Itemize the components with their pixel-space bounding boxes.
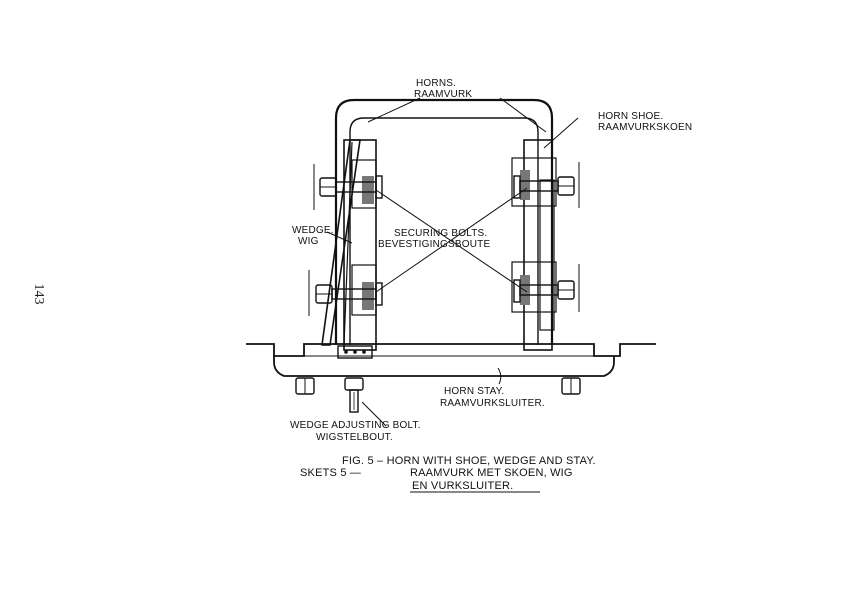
securing-bolts-label-en: SECURING BOLTS. [394,228,487,239]
figure-caption: FIG. 5 – HORN WITH SHOE, WEDGE AND STAY.… [300,455,596,493]
securing-bolts-leaders [375,187,528,293]
upper-left-securing-bolt [313,164,383,210]
horn-shoe-label-en: HORN SHOE. [598,111,663,122]
caption-line-2: RAAMVURK MET SKOEN, WIG [410,467,573,479]
right-horn-shoe [511,139,557,351]
wedge-adjusting-bolt-label-af: WIGSTELBOUT. [316,432,393,443]
horn-frame [334,98,554,345]
left-horn-shoe [343,139,377,351]
lower-right-securing-bolt [513,264,580,312]
horns-label-af: RAAMVURK [414,89,472,100]
horn-shoe-label-af: RAAMVURKSKOEN [598,122,692,133]
caption-line-1: FIG. 5 – HORN WITH SHOE, WEDGE AND STAY. [342,455,596,467]
caption-line-3: EN VURKSLUITER. [412,480,513,492]
wedge-label-af: WIG [298,236,319,247]
upper-right-securing-bolt [513,162,580,208]
caption-line-2-prefix: SKETS 5 — [300,467,361,479]
wedge-label-en: WEDGE. [292,225,334,236]
horn-stay-label-en: HORN STAY. [444,386,504,397]
securing-bolts-label-af: BEVESTIGINGSBOUTE [378,239,490,250]
wedge-adjusting-bolt [344,377,364,413]
lower-left-securing-bolt [308,270,383,316]
wedge-adjusting-bolt-label-en: WEDGE ADJUSTING BOLT. [290,420,421,431]
horns-label-en: HORNS. [416,78,456,89]
label-leaders [326,97,579,427]
horn-stay-label-af: RAAMVURKSLUITER. [440,398,545,409]
wedge [321,139,361,346]
horn-stay [246,343,656,395]
